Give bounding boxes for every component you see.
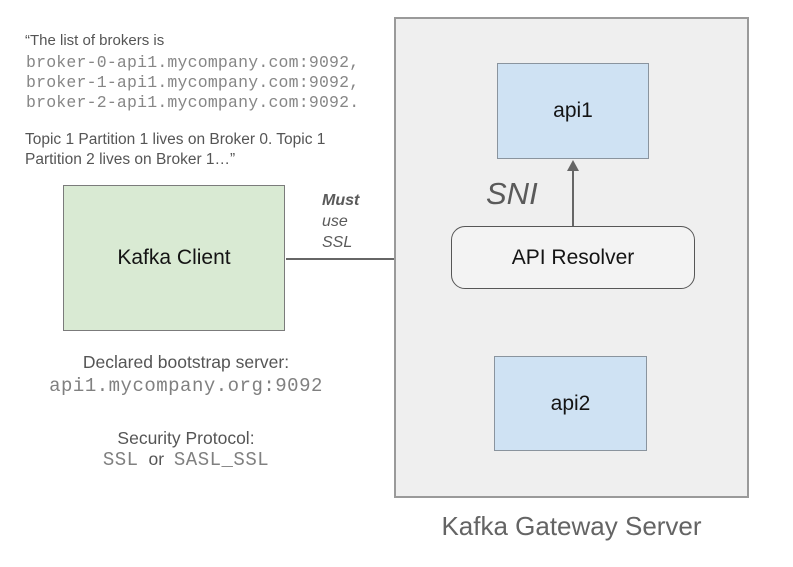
resolver-to-api1-arrow-head (567, 160, 579, 171)
broker-0-address: broker-0-api1.mycompany.com:9092, (26, 53, 360, 72)
api1-label: api1 (553, 99, 593, 122)
security-conjunction: or (148, 449, 165, 469)
broker-list-quote-intro: “The list of brokers is (25, 32, 165, 49)
api-resolver-box: API Resolver (451, 226, 695, 289)
api1-box: api1 (497, 63, 649, 159)
bootstrap-server-value: api1.mycompany.org:9092 (49, 375, 323, 397)
api2-box: api2 (494, 356, 647, 451)
use-line: use (322, 213, 348, 230)
security-protocol-heading: Security Protocol: (117, 428, 255, 448)
sni-label: SNI (486, 176, 538, 211)
bootstrap-server-heading: Declared bootstrap server: (82, 352, 290, 372)
client-to-resolver-arrow-line (286, 258, 441, 260)
must-use-ssl-label: Must use SSL (322, 190, 359, 253)
broker-1-address: broker-1-api1.mycompany.com:9092, (26, 73, 360, 92)
gateway-title: Kafka Gateway Server (441, 511, 702, 541)
security-option-ssl: SSL (102, 449, 139, 471)
topic-partition-note: Topic 1 Partition 1 lives on Broker 0. T… (25, 131, 326, 168)
must-line: Must (322, 192, 360, 209)
resolver-to-api1-arrow-line (572, 170, 574, 226)
broker-2-address: broker-2-api1.mycompany.com:9092. (26, 93, 360, 112)
api-resolver-label: API Resolver (511, 245, 635, 269)
security-protocol-value: SSL or SASL_SSL (40, 449, 332, 471)
ssl-line: SSL (322, 234, 353, 251)
security-option-sasl-ssl: SASL_SSL (173, 449, 270, 471)
api2-label: api2 (550, 391, 591, 415)
kafka-client-label: Kafka Client (117, 246, 231, 269)
kafka-client-box: Kafka Client (63, 185, 285, 331)
